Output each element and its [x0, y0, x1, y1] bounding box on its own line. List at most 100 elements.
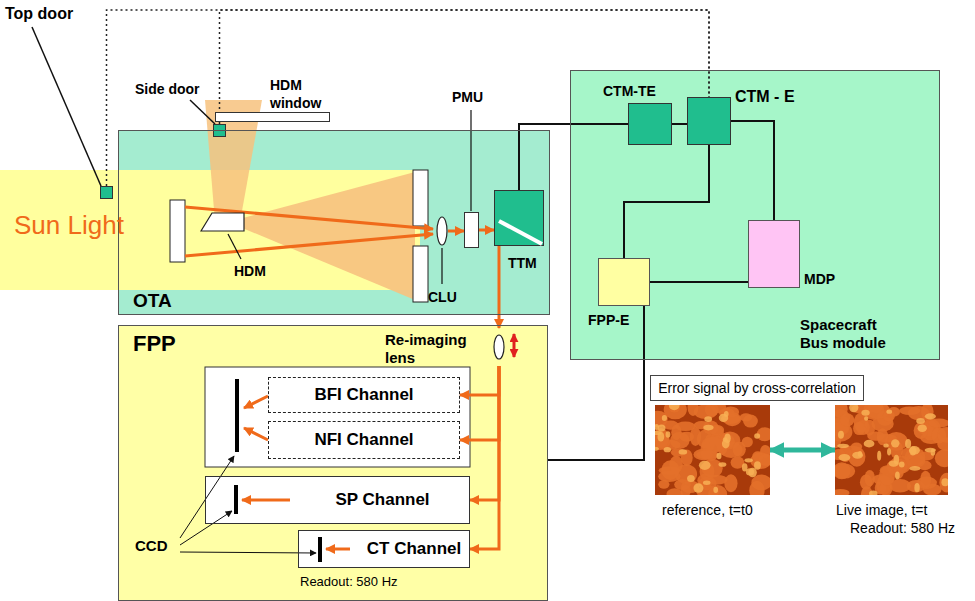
- connector: [731, 121, 774, 220]
- connector: [470, 366, 499, 549]
- label-text: SP Channel: [335, 490, 429, 510]
- granule: [887, 448, 891, 456]
- text-holder: CT Channel: [299, 531, 469, 567]
- primary-mirror: [413, 170, 428, 226]
- granule: [840, 413, 855, 426]
- granule: [742, 437, 753, 448]
- leader-line: [470, 110, 471, 211]
- granule: [704, 416, 712, 422]
- connector: [650, 281, 748, 283]
- text-holder: Live image, t=t: [836, 501, 927, 519]
- label-text: reference, t=t0: [662, 502, 753, 518]
- granule: [914, 422, 928, 439]
- granule: [835, 462, 851, 479]
- node-box: FPP-E: [598, 258, 650, 306]
- granule: [918, 424, 927, 432]
- granule: [935, 449, 948, 467]
- node-box: HDM window: [215, 112, 330, 122]
- node-box: Re-imaging lens: [385, 328, 507, 366]
- node-box: CTM - E: [687, 97, 731, 145]
- granule: [925, 413, 936, 419]
- connector: [770, 448, 835, 453]
- text-holder: CLU: [428, 288, 457, 306]
- label-text: Readout: 580 Hz: [300, 574, 398, 589]
- granule: [853, 422, 865, 435]
- label-text: Readout: 580 Hz: [850, 520, 955, 536]
- granule: [658, 480, 669, 489]
- text-holder: OTA: [133, 290, 172, 312]
- text-holder: reference, t=t0: [662, 501, 753, 519]
- granule: [655, 447, 659, 451]
- granule: [941, 478, 948, 486]
- granule: [883, 443, 888, 447]
- granule: [724, 474, 737, 492]
- mirror-symbol: [499, 221, 542, 244]
- granule: [669, 405, 680, 410]
- leader-line: [180, 511, 232, 545]
- node-box: PMU: [464, 212, 479, 248]
- text-holder: TTM: [508, 254, 537, 272]
- light-ray: [326, 548, 350, 551]
- fpp-fill: [118, 325, 548, 601]
- granule: [748, 468, 757, 477]
- leader-line: [190, 100, 215, 124]
- text-holder: CCD: [135, 537, 168, 555]
- channel-fill: [298, 530, 470, 568]
- granule: [696, 450, 719, 459]
- granule: [861, 410, 869, 416]
- label-text: CTM-TE: [603, 83, 656, 99]
- connector: [548, 306, 644, 460]
- granule: [869, 491, 878, 495]
- leader-line: [228, 234, 241, 259]
- label-text: Top door: [5, 5, 73, 22]
- granule: [754, 461, 761, 469]
- granulation-image: [835, 405, 948, 495]
- label-text: PMU: [452, 89, 483, 105]
- primary-mirror: [413, 246, 428, 302]
- granule: [877, 451, 881, 461]
- node-shape: [835, 405, 948, 495]
- text-holder: Sun Light: [14, 211, 124, 241]
- granule: [664, 447, 671, 452]
- text-holder: Spacecraft Bus module: [800, 316, 900, 352]
- granule: [849, 405, 858, 412]
- granule: [719, 414, 728, 422]
- channel-housing: [205, 367, 470, 467]
- granule: [928, 419, 948, 428]
- granule: [899, 461, 905, 467]
- text-holder: HDM window: [270, 76, 334, 112]
- granule: [718, 462, 726, 467]
- node-box: Top door: [100, 186, 113, 199]
- connector: [479, 229, 494, 232]
- label-text: MDP: [804, 271, 835, 287]
- ccd-sensor: [234, 485, 238, 514]
- granule: [883, 410, 895, 421]
- granule: [864, 440, 875, 448]
- granule: [925, 448, 936, 453]
- granule: [835, 489, 849, 495]
- label-text: NFI Channel: [314, 430, 413, 450]
- label-text: HDM window: [270, 77, 321, 111]
- label-text: CCD: [135, 537, 168, 554]
- text-holder: FPP: [133, 331, 176, 356]
- label-text: CT Channel: [367, 539, 461, 559]
- granule: [742, 463, 748, 471]
- text-holder: Readout: 580 Hz: [850, 519, 955, 537]
- node-box: CTM-TE: [628, 103, 672, 145]
- connector: [470, 366, 499, 500]
- granule: [658, 425, 666, 432]
- granule: [745, 458, 753, 462]
- text-holder: Error signal by cross-correlation: [651, 376, 863, 400]
- connector: [448, 230, 464, 233]
- text-holder: SP Channel: [206, 477, 469, 523]
- node-shape: [436, 216, 448, 246]
- granule: [688, 405, 699, 416]
- label-text: CTM - E: [735, 88, 795, 105]
- lens-symbol: [494, 335, 504, 359]
- label-text: OTA: [133, 290, 172, 311]
- text-holder: Readout: 580 Hz: [300, 572, 398, 590]
- text-holder: Side door: [135, 80, 200, 98]
- text-holder: MDP: [804, 270, 835, 288]
- granule: [713, 487, 718, 493]
- label-text: Error signal by cross-correlation: [658, 380, 856, 396]
